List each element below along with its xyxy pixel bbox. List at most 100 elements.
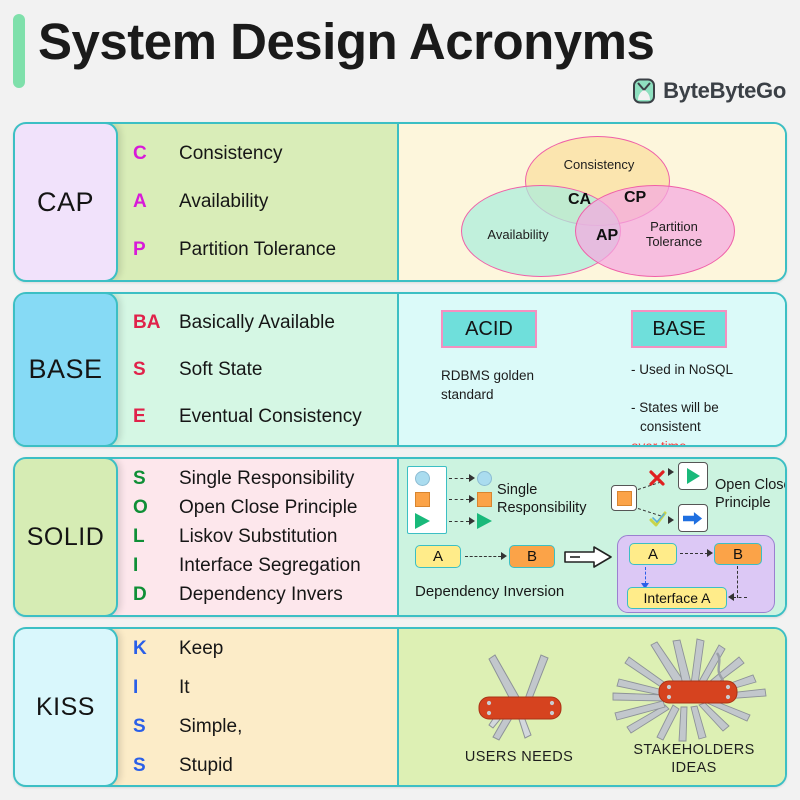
solid-left-panel: SOLID S Single Responsibility O Open Clo… [15, 459, 399, 615]
item-value: Eventual Consistency [179, 405, 362, 427]
solid-item-list: S Single Responsibility O Open Close Pri… [133, 459, 391, 615]
card-solid[interactable]: SOLID S Single Responsibility O Open Clo… [13, 457, 787, 617]
srp-triangle-source [415, 513, 430, 529]
solid-diagram-panel: Single Responsibility Open Close Prin [399, 459, 785, 615]
list-item: BA Basically Available [133, 312, 391, 334]
item-value: Partition Tolerance [179, 239, 337, 260]
srp-arrow-line-3 [449, 521, 469, 522]
di-arrow-line-before [465, 556, 501, 557]
item-key: D [133, 584, 147, 605]
list-item: D Dependency Invers [133, 584, 391, 606]
srp-arrow-line-1 [449, 478, 469, 479]
acid-note-line2: standard [441, 387, 494, 403]
acronym-label: KISS [36, 692, 95, 721]
item-key: I [133, 676, 139, 698]
item-key: S [133, 754, 146, 776]
kiss-illustration-panel: USERS NEEDS [399, 629, 785, 785]
base-left-panel: BASE BA Basically Available S Soft State… [15, 294, 399, 445]
srp-arrow-head-1 [469, 474, 475, 482]
list-item: S Stupid [133, 755, 391, 777]
srp-arrow-line-2 [449, 499, 469, 500]
item-key: K [133, 637, 147, 659]
item-key: C [133, 143, 147, 164]
card-base[interactable]: BASE BA Basically Available S Soft State… [13, 292, 787, 447]
kiss-right-caption: STAKEHOLDERS IDEAS [599, 741, 785, 777]
di-transform-arrow-icon [564, 546, 612, 568]
base-note-line2: - States will be [631, 400, 719, 416]
item-value: Stupid [179, 754, 233, 776]
item-key: BA [133, 311, 161, 333]
item-value: Interface Segregation [179, 555, 361, 576]
ocp-arrow-head-forbidden [668, 468, 674, 476]
list-item: L Liskov Substitution [133, 526, 391, 548]
venn-circle-partition-tolerance [575, 185, 735, 277]
item-key: O [133, 497, 148, 518]
srp-arrow-head-2 [469, 495, 475, 503]
kiss-left-panel: KISS K Keep I It S Simple, S Stupid [15, 629, 399, 785]
card-kiss[interactable]: KISS K Keep I It S Simple, S Stupid [13, 627, 787, 787]
blue-right-arrow-icon [683, 511, 703, 525]
list-item: P Partition Tolerance [133, 239, 391, 261]
item-value: Consistency [179, 143, 283, 164]
venn-label-consistency: Consistency [563, 157, 635, 172]
card-cap[interactable]: CAP C Consistency A Availability P Parti… [13, 122, 787, 282]
kiss-right-caption-line1: STAKEHOLDERS [633, 742, 755, 758]
srp-square-target [477, 492, 492, 507]
di-node-interface: Interface A [627, 587, 727, 609]
di-b-arrow-head [728, 593, 734, 601]
item-key: S [133, 715, 146, 737]
base-item-list: BA Basically Available S Soft State E Ev… [133, 294, 391, 445]
srp-arrow-head-3 [469, 517, 475, 525]
acronym-chip-kiss: KISS [15, 629, 118, 785]
ocp-label: Open Close Principle [715, 476, 785, 512]
brand-name: ByteByteGo [663, 78, 786, 103]
ocp-allowed-check-icon [649, 511, 667, 527]
di-arrow-line-after [680, 553, 708, 554]
list-item: S Single Responsibility [133, 468, 391, 490]
srp-triangle-target [477, 513, 492, 529]
kiss-right-caption-line2: IDEAS [671, 760, 717, 777]
di-node-a-before: A [415, 545, 461, 568]
item-key: S [133, 468, 146, 489]
item-value: Single Responsibility [179, 468, 355, 489]
kiss-item-list: K Keep I It S Simple, S Stupid [133, 629, 391, 785]
di-b-down-line [737, 566, 738, 598]
kiss-left-caption: USERS NEEDS [464, 749, 574, 765]
acronym-chip-base: BASE [15, 294, 118, 445]
acronym-chip-solid: SOLID [15, 459, 118, 615]
srp-label-line2: Responsibility [497, 500, 587, 517]
bytebytego-logo-icon [633, 78, 656, 104]
item-value: Availability [179, 191, 269, 212]
di-b-left-line [733, 597, 747, 598]
base-tag: BASE [631, 310, 727, 348]
base-comparison-panel: ACID RDBMS golden standard BASE - Used i… [399, 294, 785, 445]
item-value: Simple, [179, 715, 243, 737]
item-value: Keep [179, 637, 224, 659]
page-title: System Design Acronyms [38, 13, 655, 70]
list-item: C Consistency [133, 143, 391, 165]
di-arrow-head-before [501, 552, 507, 560]
ocp-arrow-tile [678, 504, 708, 532]
srp-circle-source [415, 471, 430, 486]
simple-pocket-knife-icon [478, 654, 562, 741]
item-key: L [133, 526, 145, 547]
srp-circle-target [477, 471, 492, 486]
list-item: O Open Close Principle [133, 497, 391, 519]
di-node-b-after: B [714, 543, 762, 565]
item-key: I [133, 555, 139, 576]
list-item: E Eventual Consistency [133, 406, 391, 428]
srp-square-source [415, 492, 430, 507]
brand-logo-group: ByteByteGo [632, 78, 786, 104]
item-value: Basically Available [179, 311, 335, 333]
item-value: Dependency Invers [179, 584, 343, 605]
item-key: P [133, 239, 146, 260]
venn-label-availability: Availability [487, 227, 549, 242]
base-note: - Used in NoSQL - States will be consist… [631, 360, 785, 445]
venn-label-partition-tolerance: Partition Tolerance [645, 219, 703, 249]
list-item: I Interface Segregation [133, 555, 391, 577]
acronym-chip-cap: CAP [15, 124, 118, 280]
acid-note-line1: RDBMS golden [441, 368, 535, 383]
ocp-label-line2: Principle [715, 495, 771, 512]
cap-left-panel: CAP C Consistency A Availability P Parti… [15, 124, 399, 280]
title-accent-bar [13, 14, 25, 88]
